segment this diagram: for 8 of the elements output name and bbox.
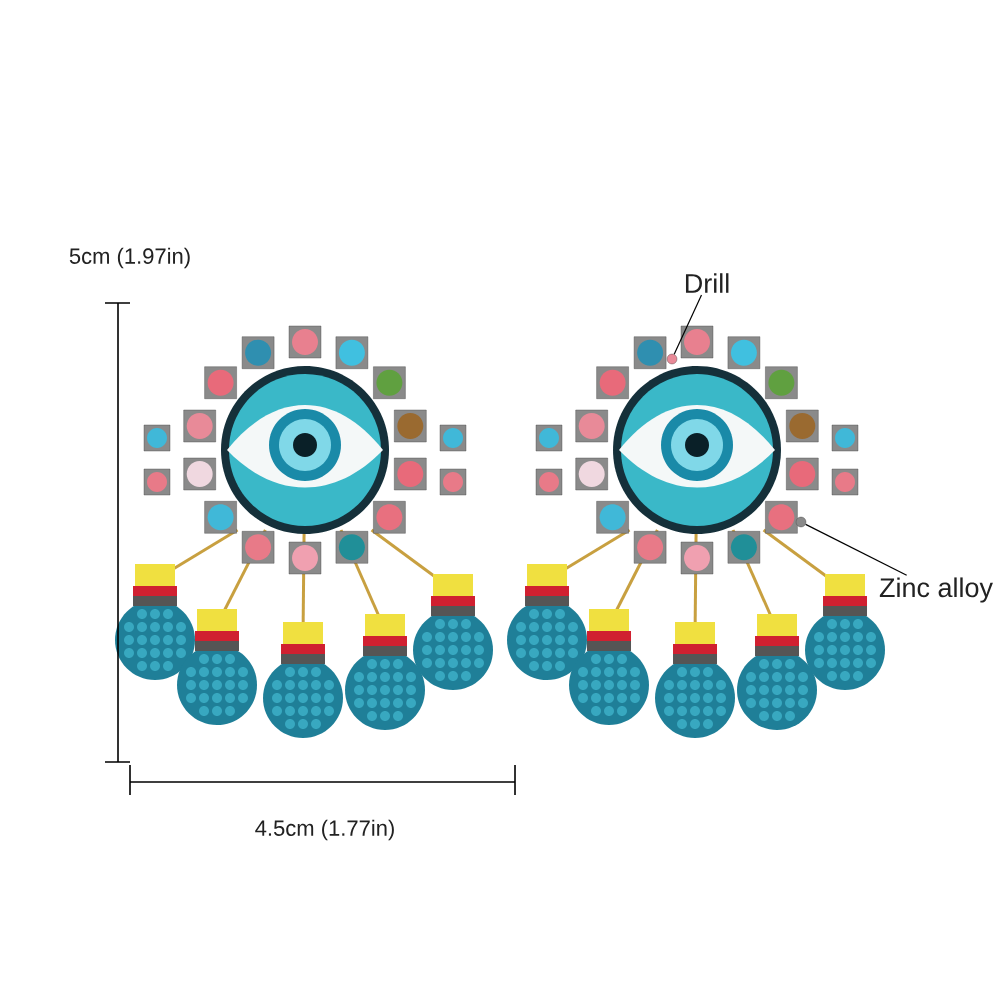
dimension-label: 4.5cm (1.77in)	[255, 819, 394, 841]
part-label: Zinc alloy	[879, 577, 993, 603]
metal-setting	[795, 516, 807, 528]
rhinestone	[666, 353, 678, 365]
leader-line	[673, 294, 703, 355]
leader-line	[805, 523, 908, 576]
part-label: Drill	[686, 273, 729, 293]
dimension-label: 5cm (1.97in)	[69, 247, 190, 269]
